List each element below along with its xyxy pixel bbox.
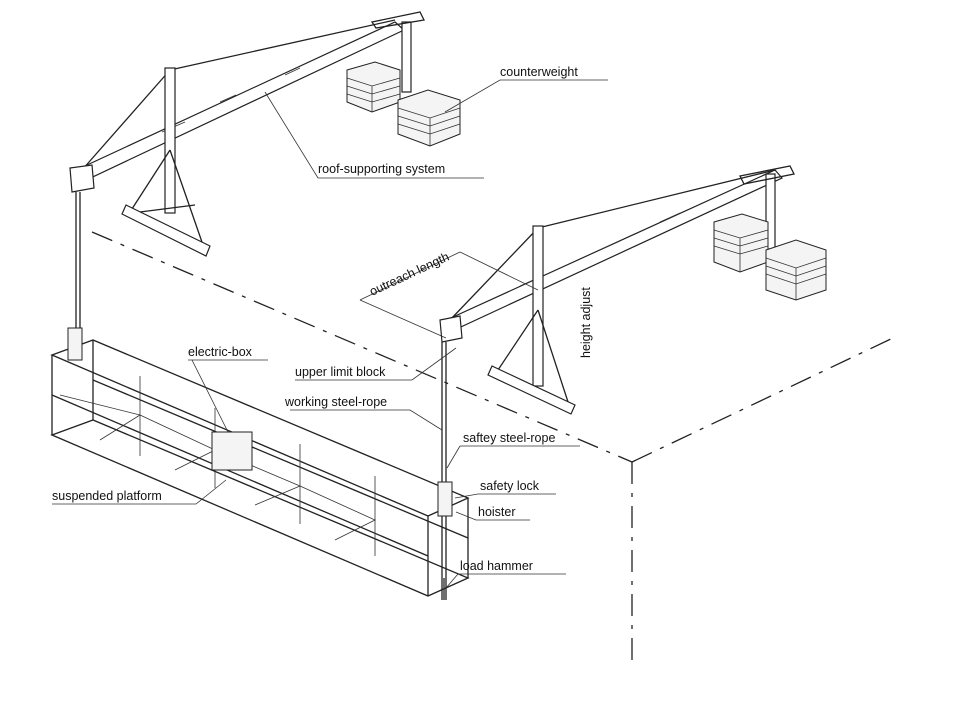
label-safety-lock: safety lock: [454, 479, 556, 499]
left-roof-support: [69, 11, 425, 335]
label-roof-supporting-system: roof-supporting system: [264, 91, 484, 179]
label-electric-box: electric-box: [188, 345, 268, 433]
svg-text:electric-box: electric-box: [188, 345, 253, 359]
label-upper-limit-block: upper limit block: [295, 347, 457, 381]
svg-text:saftey steel-rope: saftey steel-rope: [463, 431, 555, 445]
svg-text:height adjust: height adjust: [579, 287, 593, 358]
label-load-hammer: load hammer: [445, 559, 566, 589]
svg-text:roof-supporting system: roof-supporting system: [318, 162, 445, 176]
svg-text:hoister: hoister: [478, 505, 516, 519]
label-outreach-length: outreach length: [367, 250, 451, 299]
counterweight-right: [713, 213, 827, 301]
right-roof-support: [439, 165, 795, 600]
svg-text:working steel-rope: working steel-rope: [284, 395, 387, 409]
svg-text:safety lock: safety lock: [480, 479, 540, 493]
label-counterweight: counterweight: [444, 65, 608, 113]
svg-text:counterweight: counterweight: [500, 65, 578, 79]
label-suspended-platform: suspended platform: [52, 479, 227, 505]
label-working-steel-rope: working steel-rope: [284, 395, 443, 431]
building-outline: [91, 231, 896, 660]
counterweight-left: [346, 61, 461, 147]
outreach-dimension: [359, 251, 539, 339]
suspended-platform-frame: [50, 327, 470, 600]
label-safety-steel-rope: saftey steel-rope: [446, 431, 580, 469]
label-hoister: hoister: [455, 505, 530, 521]
svg-text:outreach length: outreach length: [367, 250, 451, 299]
svg-text:load hammer: load hammer: [460, 559, 533, 573]
label-height-adjust: height adjust: [579, 287, 593, 358]
svg-text:upper limit block: upper limit block: [295, 365, 386, 379]
electric-box-body: [211, 431, 253, 471]
svg-text:suspended platform: suspended platform: [52, 489, 162, 503]
